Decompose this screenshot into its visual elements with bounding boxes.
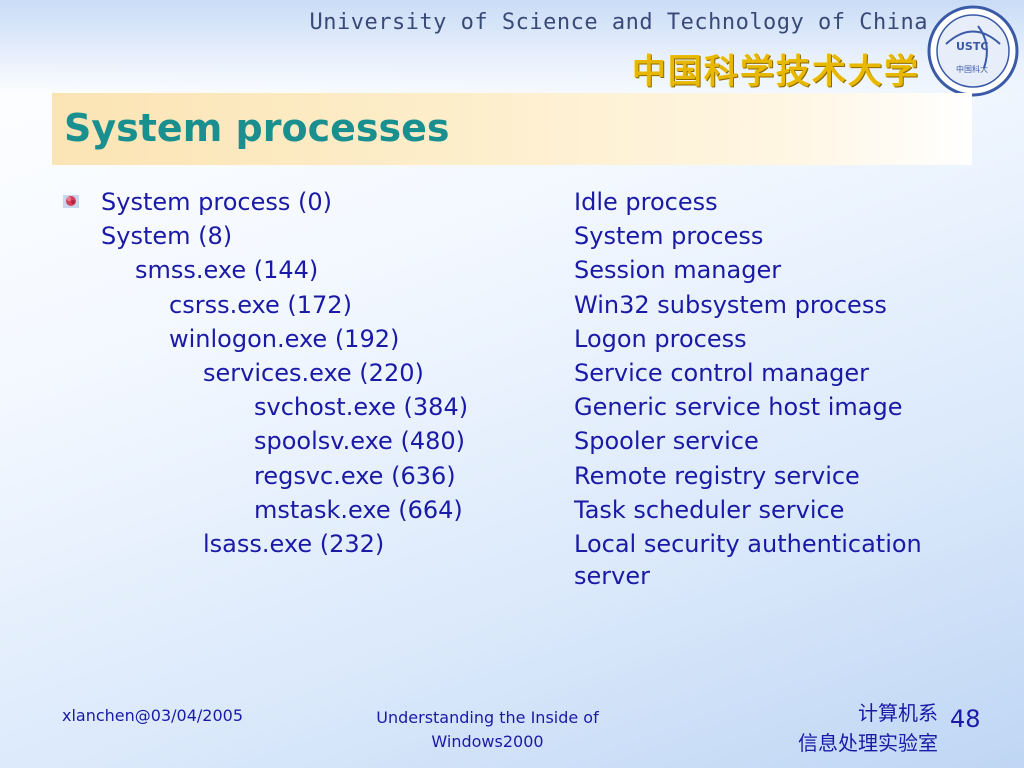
footer-author-date: xlanchen@03/04/2005	[62, 706, 243, 725]
process-name: spoolsv.exe (480)	[254, 427, 465, 456]
process-name: regsvc.exe (636)	[254, 461, 456, 490]
process-description: Idle process	[574, 188, 718, 216]
footer-course-title: Understanding the Inside of Windows2000	[340, 706, 635, 754]
process-description: Session manager	[574, 256, 782, 285]
footer-course-line1: Understanding the Inside of	[376, 708, 599, 727]
process-name: lsass.exe (232)	[203, 529, 385, 558]
university-name-english: University of Science and Technology of …	[309, 10, 928, 35]
footer-department-line2: 信息处理实验室	[798, 731, 938, 755]
process-description: Remote registry service	[574, 461, 860, 490]
process-name: smss.exe (144)	[135, 256, 319, 285]
process-description: Spooler service	[574, 427, 759, 456]
ustc-logo-icon: USTC 中国科大	[927, 5, 1019, 97]
process-name: winlogon.exe (192)	[169, 324, 400, 353]
footer-course-line2: Windows2000	[431, 732, 544, 751]
process-name: System (8)	[101, 222, 233, 251]
process-description: Generic service host image	[574, 393, 903, 422]
process-description: Local security authentication server	[574, 529, 922, 590]
process-description: Win32 subsystem process	[574, 290, 887, 319]
header-band	[0, 0, 1024, 95]
university-name-chinese: 中国科学技术大学	[632, 52, 920, 92]
process-name: svchost.exe (384)	[254, 393, 469, 422]
process-description: Logon process	[574, 324, 747, 353]
process-name-list: System process (0) System (8) smss.exe (14…	[101, 186, 561, 562]
slide-title: System processes	[64, 106, 450, 150]
process-description: System process	[574, 222, 764, 251]
process-name: services.exe (220)	[203, 358, 424, 387]
logo-chinese-text: 中国科大	[956, 64, 988, 74]
process-name: System process (0)	[101, 188, 332, 216]
process-description: Task scheduler service	[574, 495, 845, 524]
process-description: Service control manager	[574, 358, 870, 387]
flower-bullet-icon	[63, 195, 79, 208]
footer-department-line1: 计算机系	[858, 701, 938, 725]
page-number: 48	[950, 705, 981, 733]
title-bar	[52, 93, 972, 165]
process-name: csrss.exe (172)	[169, 290, 352, 319]
footer-department: 计算机系 信息处理实验室	[798, 698, 938, 758]
process-name: mstask.exe (664)	[254, 495, 463, 524]
logo-text: USTC	[956, 40, 988, 53]
